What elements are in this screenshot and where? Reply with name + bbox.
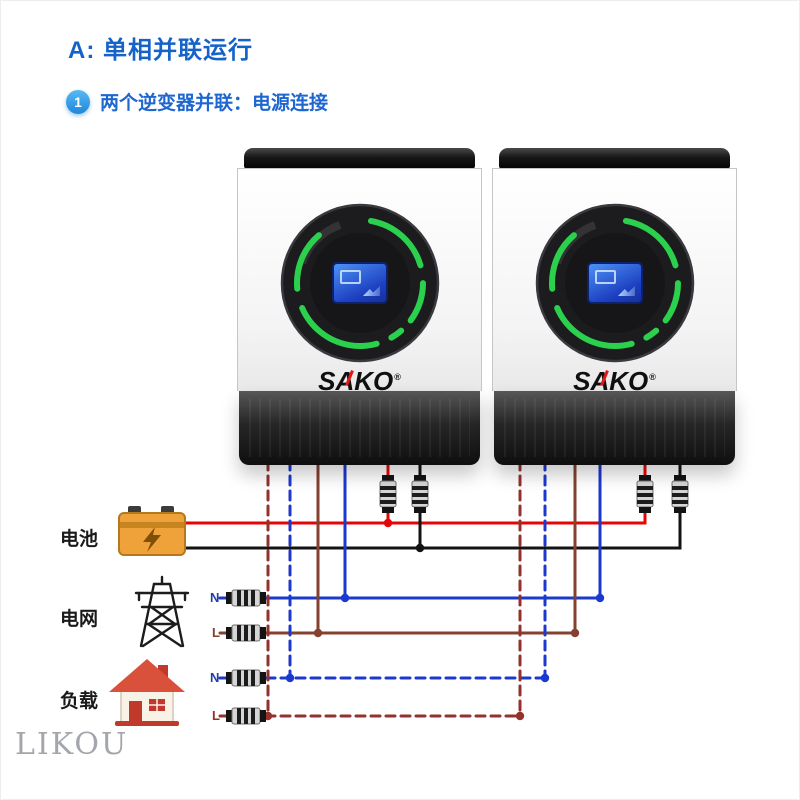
junction-dot: [313, 628, 323, 638]
junction-dot: [340, 593, 350, 603]
grid-n-label: N: [210, 590, 220, 605]
junction-dot: [515, 711, 525, 721]
registered-mark: ®: [649, 372, 656, 383]
led-ring-display: [280, 203, 440, 363]
grid-l-breaker-icon: [226, 624, 266, 642]
battery-icon: [118, 506, 186, 556]
load-l-label: L: [212, 708, 220, 723]
inverter-front-panel: SAKO®: [492, 168, 737, 396]
load-n-breaker-icon: [226, 669, 266, 687]
battery-fuse-icon: [671, 475, 689, 513]
load-label: 负载: [60, 691, 99, 712]
battery-fuse-icon: [636, 475, 654, 513]
page-title: A: 单相并联运行: [68, 37, 253, 64]
house-icon: [109, 659, 185, 726]
inverter-right: SAKO®: [492, 148, 737, 465]
junction-dot: [415, 543, 425, 553]
battery-fuse-icon: [379, 475, 397, 513]
junction-dot: [540, 673, 550, 683]
grid-tower-icon: [134, 575, 190, 648]
load-n-label: N: [210, 670, 220, 685]
step-number-badge: 1: [66, 89, 90, 114]
inverter-front-panel: SAKO®: [237, 168, 482, 396]
led-ring-display: [535, 203, 695, 363]
inverter-left: SAKO®: [237, 148, 482, 465]
lcd-screen: [587, 262, 643, 304]
watermark: LIKOU: [15, 727, 129, 762]
registered-mark: ®: [394, 372, 401, 383]
lcd-screen: [332, 262, 388, 304]
inverter-top-handle: [499, 148, 730, 169]
battery-negative-wire: [168, 510, 682, 550]
battery-fuse-icon: [411, 475, 429, 513]
junction-dot: [595, 593, 605, 603]
inverter-heatsink: [239, 391, 480, 465]
step-title: 两个逆变器并联：电源连接: [100, 93, 329, 114]
step-row: 1 两个逆变器并联：电源连接: [66, 88, 328, 115]
junction-dot: [383, 518, 393, 528]
grid-l-label: L: [212, 625, 220, 640]
junction-dot: [285, 673, 295, 683]
junction-dot: [570, 628, 580, 638]
inverter-heatsink: [494, 391, 735, 465]
inverter-top-handle: [244, 148, 475, 169]
load-l-breaker-icon: [226, 707, 266, 725]
grid-n-breaker-icon: [226, 589, 266, 607]
grid-label: 电网: [60, 609, 99, 630]
battery-positive-wire: [168, 510, 647, 525]
battery-label: 电池: [60, 529, 99, 550]
